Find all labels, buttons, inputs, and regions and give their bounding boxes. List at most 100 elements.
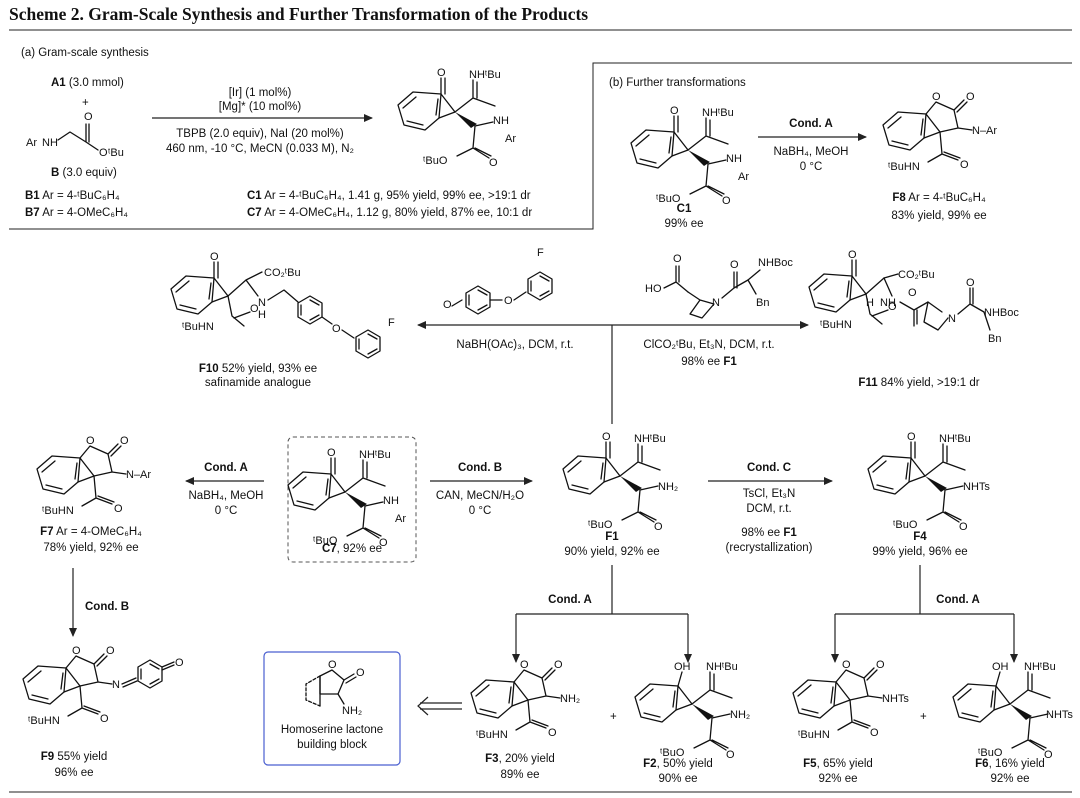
- svg-text:O: O: [730, 259, 739, 271]
- f8-label: F8 Ar = 4-ᵗBuC₆H₄: [892, 192, 986, 204]
- c7-structure: O NHᵗBu NH Ar ᵗBuO O: [287, 447, 406, 549]
- svg-text:O: O: [504, 295, 513, 307]
- aldehyde-reagent: O O F: [443, 247, 553, 315]
- svg-text:O: O: [443, 299, 452, 311]
- svg-text:N: N: [112, 679, 120, 691]
- cond-to-f1-line2: 0 °C: [469, 505, 492, 517]
- svg-text:ᵗBuO: ᵗBuO: [313, 535, 338, 547]
- f2-structure: OH NHᵗBu NH₂ ᵗBuO O: [634, 661, 750, 761]
- panel-b-cond: Cond. A: [789, 118, 833, 130]
- structure-c1: O NHᵗBu NH Ar ᵗBuO O: [630, 105, 749, 207]
- product-c1: C1 Ar = 4-ᵗBuC₆H₄, 1.41 g, 95% yield, 99…: [247, 190, 531, 202]
- svg-text:O: O: [114, 503, 123, 515]
- f3-ee: 89% ee: [500, 769, 539, 781]
- svg-text:O: O: [100, 713, 109, 725]
- svg-text:ᵗBuO: ᵗBuO: [656, 193, 681, 205]
- f10-structure: O CO₂ᵗBu N H O F ᵗBuHN O: [170, 251, 395, 359]
- svg-text:ᵗBuHN: ᵗBuHN: [182, 321, 214, 333]
- reagent-a1: A1 (3.0 mmol): [51, 77, 124, 89]
- svg-text:O: O: [673, 253, 682, 265]
- svg-text:NH: NH: [42, 137, 58, 149]
- svg-text:NH₂: NH₂: [730, 709, 750, 721]
- f8-yield: 83% yield, 99% ee: [891, 210, 986, 222]
- f7-label: F7 Ar = 4-OMeC₆H₄: [40, 526, 142, 538]
- retro-arrow: [420, 702, 462, 710]
- f9-ee: 96% ee: [54, 767, 93, 779]
- svg-text:O: O: [379, 537, 388, 549]
- c1-ee: 99% ee: [664, 218, 703, 230]
- homoserine-line2: building block: [297, 739, 367, 751]
- plus-f3-f2: +: [610, 711, 617, 723]
- cond-to-f9: Cond. B: [85, 601, 129, 613]
- f3-structure: O O NH₂ ᵗBuHN O: [470, 659, 580, 741]
- svg-text:O: O: [888, 301, 897, 313]
- f9-label: F9 55% yield: [41, 751, 107, 763]
- svg-text:NHᵗBu: NHᵗBu: [634, 433, 666, 445]
- cond-to-f4-line2: DCM, r.t.: [746, 503, 791, 515]
- svg-text:O: O: [848, 249, 857, 261]
- cond-to-f1: Cond. B: [458, 462, 502, 474]
- svg-text:NHTs: NHTs: [963, 481, 990, 493]
- svg-text:O: O: [670, 105, 679, 117]
- svg-text:O: O: [84, 111, 93, 123]
- svg-text:O: O: [602, 431, 611, 443]
- svg-text:O: O: [175, 657, 184, 669]
- svg-text:O: O: [86, 435, 95, 447]
- svg-text:O: O: [210, 251, 219, 263]
- f11-structure: O CO₂ᵗBu NH H O N O NHBoc Bn ᵗBuHN O: [808, 249, 1019, 345]
- structure-b: Ar NH O O ᵗBu: [26, 111, 124, 159]
- f4-yield: 99% yield, 96% ee: [872, 546, 967, 558]
- f1-yield: 90% yield, 92% ee: [564, 546, 659, 558]
- svg-text:O: O: [327, 447, 336, 459]
- cond-a-line2: [Mg]* (10 mol%): [219, 101, 302, 113]
- panel-b-cond-line2: 0 °C: [800, 161, 823, 173]
- svg-text:O: O: [932, 91, 941, 103]
- svg-text:O: O: [726, 749, 735, 761]
- svg-text:O: O: [907, 431, 916, 443]
- svg-text:O: O: [722, 195, 731, 207]
- f2-ee: 90% ee: [658, 773, 697, 785]
- svg-text:ᵗBuHN: ᵗBuHN: [888, 161, 920, 173]
- cond-a-line3: TBPB (2.0 equiv), NaI (20 mol%): [176, 128, 344, 140]
- svg-text:O: O: [966, 91, 975, 103]
- svg-text:O: O: [520, 659, 529, 671]
- cond-to-f4-line3: 98% ee F1: [741, 527, 797, 539]
- cond-a-line4: 460 nm, -10 °C, MeCN (0.033 M), N₂: [166, 143, 354, 155]
- svg-text:NH₂: NH₂: [342, 705, 362, 717]
- tbu-label: ᵗBu: [108, 147, 124, 159]
- svg-text:F: F: [388, 317, 395, 329]
- cond-to-f1-line1: CAN, MeCN/H₂O: [436, 490, 524, 502]
- cond-to-f4: Cond. C: [747, 462, 791, 474]
- cond-to-f4-line4: (recrystallization): [726, 542, 813, 554]
- f1-id: F1: [605, 531, 619, 543]
- f1-structure: O NHᵗBu NH₂ ᵗBuO O: [562, 431, 678, 533]
- c7-label: C7, 92% ee: [322, 543, 382, 555]
- cond-to-f7-line1: NaBH₄, MeOH: [189, 490, 264, 502]
- svg-text:O: O: [908, 287, 917, 299]
- svg-text:HO: HO: [645, 283, 662, 295]
- svg-text:NHBoc: NHBoc: [984, 307, 1019, 319]
- svg-text:NHᵗBu: NHᵗBu: [706, 661, 738, 673]
- svg-text:NHᵗBu: NHᵗBu: [939, 433, 971, 445]
- f7-yield: 78% yield, 92% ee: [43, 542, 138, 554]
- f4-structure: O NHᵗBu NHTs ᵗBuO O: [867, 431, 990, 533]
- svg-text:Bn: Bn: [988, 333, 1001, 345]
- cond-a-line1: [Ir] (1 mol%): [229, 87, 292, 99]
- svg-text:O: O: [120, 435, 129, 447]
- svg-text:Ar: Ar: [26, 137, 37, 149]
- svg-text:O: O: [328, 659, 337, 671]
- svg-text:H: H: [258, 309, 266, 321]
- svg-text:O: O: [489, 157, 498, 169]
- svg-text:N–Ar: N–Ar: [126, 469, 151, 481]
- panel-a-border: [9, 62, 1072, 230]
- svg-text:O: O: [654, 521, 663, 533]
- reductive-amination-cond: NaBH(OAc)₃, DCM, r.t.: [456, 339, 573, 351]
- svg-text:O: O: [1044, 749, 1053, 761]
- scheme-title: Scheme 2. Gram-Scale Synthesis and Furth…: [9, 4, 588, 24]
- svg-text:H: H: [866, 297, 874, 309]
- svg-text:OH: OH: [674, 661, 691, 673]
- svg-text:Ar: Ar: [395, 513, 406, 525]
- panel-b: (b) Further transformations O NHᵗBu NH A…: [609, 77, 997, 230]
- svg-text:O: O: [106, 645, 115, 657]
